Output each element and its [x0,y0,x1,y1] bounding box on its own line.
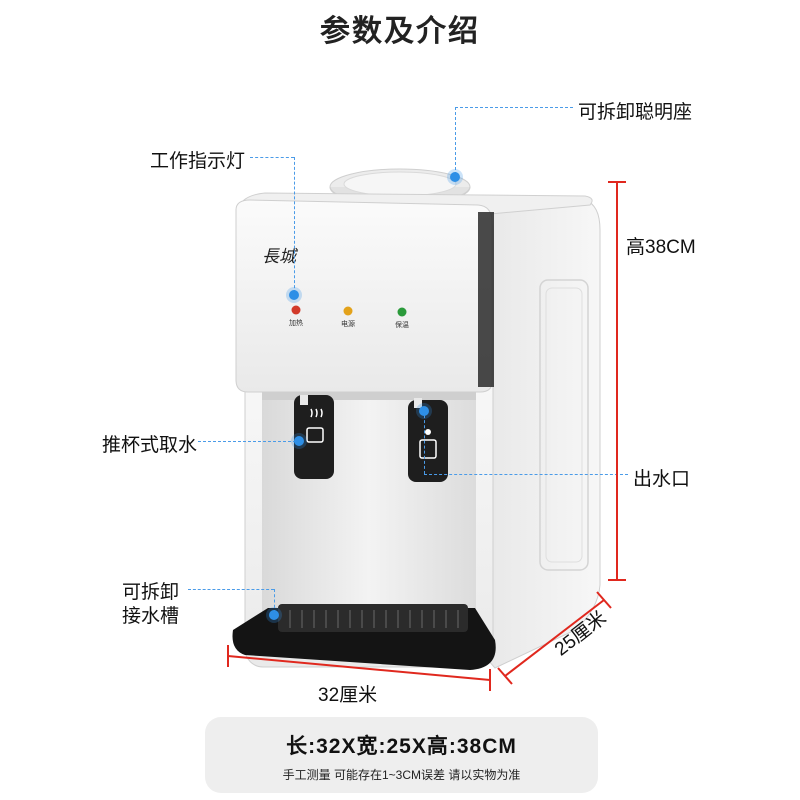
callout-indicator-light: 工作指示灯 [150,151,246,172]
power-led-icon [343,306,353,316]
callout-outlet-dot-icon [419,406,429,416]
width-label: 32厘米 [318,685,378,706]
callout-seat-line [455,107,573,108]
spec-dimensions: 长:32X宽:25X高:38CM [286,735,517,758]
callout-outlet-line [424,474,628,475]
svg-text:長城: 長城 [262,247,299,267]
callout-push-cup-dot-icon [294,436,304,446]
callout-indicator-dot-icon [289,290,299,300]
hot-water-tap [294,395,334,479]
callout-removable-seat: 可拆卸聪明座 [578,102,693,123]
drip-tray [232,604,496,670]
keep-warm-led-icon [397,307,407,317]
callout-push-cup: 推杯式取水 [102,435,198,456]
callout-tray-line [188,589,274,590]
callout-tray-line1: 可拆卸 [122,582,180,603]
callout-push-cup-line [198,441,296,442]
callout-tray-dot-icon [269,610,279,620]
callout-outlet: 出水口 [633,469,691,490]
callout-indicator-line [250,157,294,158]
heating-led-icon [291,305,301,315]
spec-panel [205,717,598,793]
led-label-power: 电源 [341,321,355,328]
brand-logo: 長城 [262,247,299,267]
spec-note: 手工测量 可能存在1~3CM误差 请以实物为准 [282,768,521,782]
led-label-heating: 加热 [289,320,303,327]
dispenser-side [469,199,601,669]
callout-seat-dot-icon [450,172,460,182]
height-label: 高38CM [624,232,698,259]
height-dimension-line [616,181,618,581]
page-title: 参数及介绍 [320,15,480,48]
led-label-keep-warm: 保温 [395,322,409,329]
callout-tray-line2: 接水槽 [122,606,180,627]
cold-water-tap [408,398,448,482]
